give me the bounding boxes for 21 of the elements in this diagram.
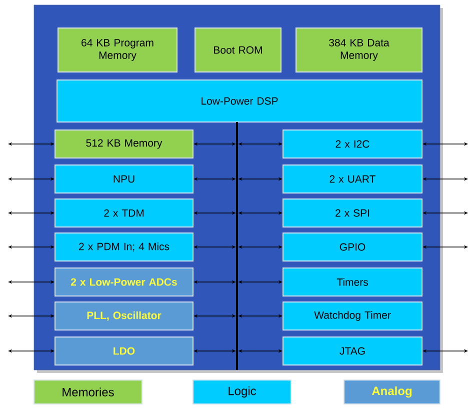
memory-box: Boot ROM [194, 28, 282, 72]
block-box: 2 x TDM [54, 198, 194, 228]
block-box: Timers [282, 268, 422, 296]
block-box: 2 x PDM In; 4 Mics [54, 232, 194, 262]
legend-label: Analog [372, 386, 412, 398]
block-box: 2 x I2C [282, 130, 422, 158]
block-box: 2 x UART [282, 164, 422, 194]
block-box: 2 x Low-Power ADCs [54, 268, 194, 296]
block-box: JTAG [282, 336, 422, 366]
block-box: GPIO [282, 232, 422, 262]
block-box: NPU [54, 164, 194, 194]
block-box: LDO [54, 336, 194, 366]
block-box: Watchdog Timer [282, 301, 422, 330]
processor-box: Low-Power DSP [56, 80, 422, 122]
legend-label: Memories [62, 388, 114, 396]
block-box: 2 x SPI [282, 198, 422, 228]
memory-box: 384 KB Data Memory [296, 28, 422, 72]
legend-label: Logic [228, 386, 256, 398]
block-box: PLL, Oscillator [54, 301, 194, 330]
memory-box: 64 KB Program Memory [58, 28, 178, 72]
block-box: 512 KB Memory [54, 130, 194, 158]
